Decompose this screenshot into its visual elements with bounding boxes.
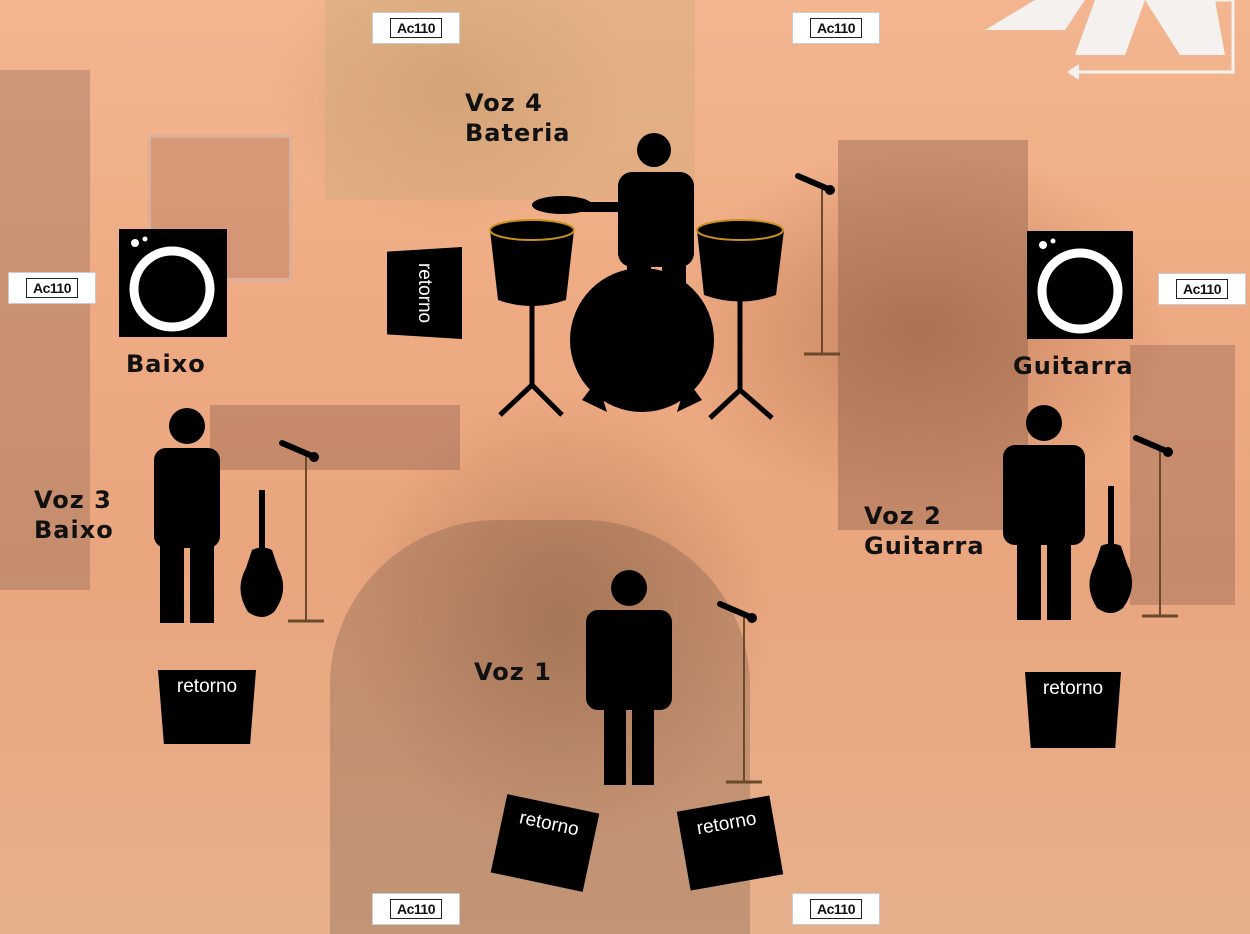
label-voz3-line2: Baixo	[34, 515, 114, 545]
band-logo	[975, 0, 1245, 80]
background-poster-elvis	[838, 140, 1028, 530]
monitor-label: retorno	[177, 676, 237, 698]
label-voz3-line1: Voz 3	[34, 485, 114, 515]
label-voz1: Voz 1	[474, 657, 552, 687]
power-label: Ac110	[810, 18, 862, 38]
power-label: Ac110	[390, 899, 442, 919]
guitar-amp-icon	[1027, 231, 1133, 339]
person-voz1-icon	[584, 570, 674, 785]
person-voz3-icon	[152, 408, 222, 623]
drum-kit-icon	[482, 130, 792, 420]
person-voz2-icon	[1003, 405, 1085, 620]
monitor-wedge-voz3: retorno	[158, 670, 256, 744]
monitor-label: retorno	[413, 263, 435, 323]
monitor-wedge-voz1-right: retorno	[677, 795, 783, 890]
label-bass-amp: Baixo	[126, 349, 206, 379]
mic-stand-voz1	[714, 596, 774, 786]
monitor-label: retorno	[695, 808, 758, 840]
power-label: Ac110	[1176, 279, 1228, 299]
mic-stand-drums	[792, 168, 852, 358]
bass-amp-icon	[119, 229, 227, 337]
power-outlet-right: Ac110	[1158, 273, 1246, 305]
power-outlet-left: Ac110	[8, 272, 96, 304]
power-outlet-top-left: Ac110	[372, 12, 460, 44]
label-voz2-line1: Voz 2	[864, 501, 985, 531]
power-label: Ac110	[810, 899, 862, 919]
mic-stand-voz2	[1130, 430, 1190, 620]
label-voz2-line2: Guitarra	[864, 531, 985, 561]
label-guitar-amp: Guitarra	[1013, 351, 1134, 381]
power-outlet-bottom-right: Ac110	[792, 893, 880, 925]
label-voz4-line1: Voz 4	[465, 88, 571, 118]
power-label: Ac110	[390, 18, 442, 38]
monitor-wedge-drums: retorno	[387, 247, 462, 339]
power-outlet-top-right: Ac110	[792, 12, 880, 44]
power-label: Ac110	[26, 278, 78, 298]
mic-stand-voz3	[276, 435, 336, 625]
monitor-label: retorno	[517, 807, 580, 841]
monitor-label: retorno	[1043, 678, 1103, 700]
power-outlet-bottom-left: Ac110	[372, 893, 460, 925]
monitor-wedge-voz2: retorno	[1025, 672, 1121, 748]
